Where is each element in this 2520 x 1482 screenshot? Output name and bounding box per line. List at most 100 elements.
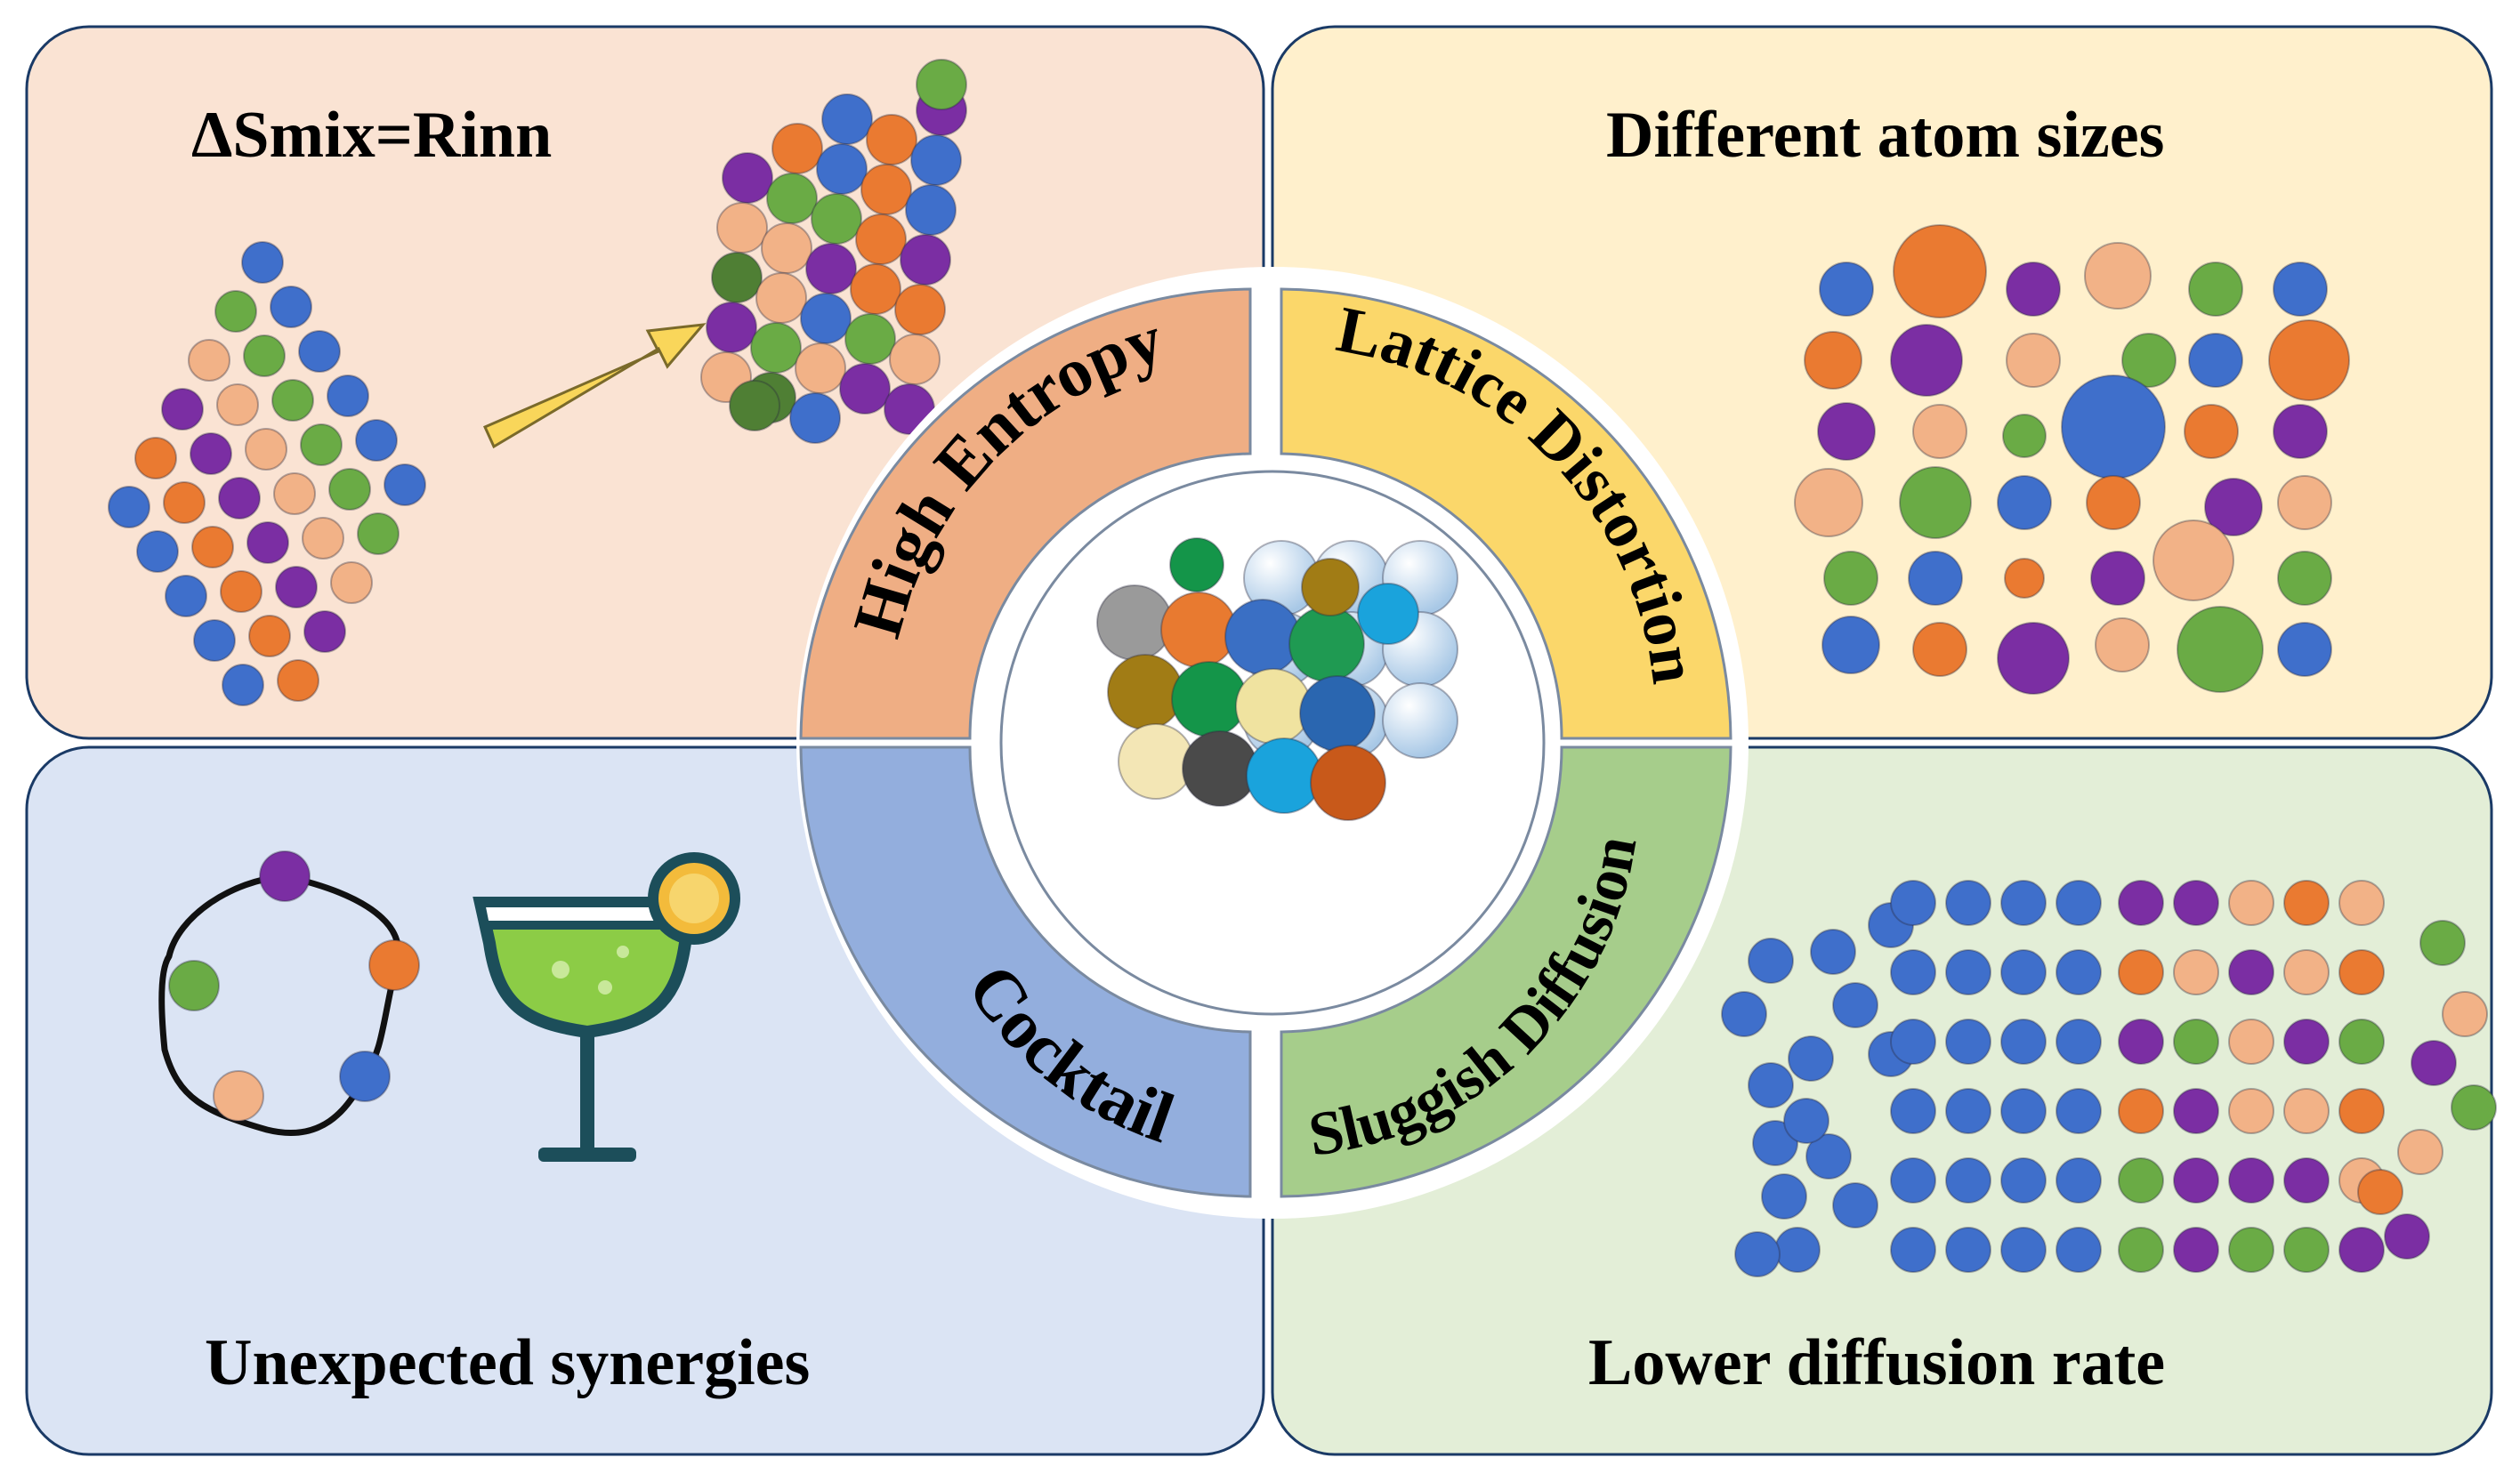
diffusing-atom [2442, 991, 2488, 1037]
lattice-atom [839, 363, 891, 415]
sized-atom [1890, 324, 1963, 397]
cube-atom [1301, 558, 1360, 616]
atom [327, 375, 369, 417]
cube-atom [1118, 723, 1194, 800]
diffusing-atom [2283, 880, 2330, 926]
atom [248, 615, 291, 657]
ring-sector-sluggish-diffusion [1280, 745, 1732, 1198]
diffusing-atom [1945, 949, 1991, 995]
sized-atom [1794, 468, 1863, 537]
cube-atom [1288, 606, 1365, 682]
atom [328, 468, 371, 511]
sized-atom [2152, 520, 2234, 601]
diffusing-atom [2338, 1019, 2385, 1065]
atom-cube-icon [1096, 537, 1458, 821]
diffusing-atom [2338, 1227, 2385, 1273]
cube-atom [1357, 583, 1419, 645]
diffusing-atom [1945, 1088, 1991, 1134]
lattice-atom [811, 193, 862, 245]
diffusing-atom [2419, 920, 2466, 966]
atom [188, 339, 230, 382]
ring-sector-lattice-distortion [1280, 287, 1732, 740]
atom [193, 619, 236, 662]
diffusing-atom [2228, 1088, 2274, 1134]
sized-atom [1817, 402, 1876, 461]
diffusing-atom [1945, 1157, 1991, 1204]
lattice-atom [844, 313, 896, 365]
atom [277, 659, 319, 702]
diffusing-atom [2228, 1227, 2274, 1273]
cube-atom [1310, 745, 1386, 821]
lattice-atom [722, 152, 773, 204]
cube-atom [1235, 668, 1312, 745]
cube-atom [1299, 675, 1376, 752]
diffusing-atom [2056, 949, 2102, 995]
atom [275, 566, 318, 608]
atom [302, 517, 344, 560]
title-delta-smix: ΔSmix=Rinn [191, 99, 553, 172]
diffusing-atom [2228, 1157, 2274, 1204]
atom [165, 575, 207, 617]
diffusing-atom [1945, 880, 1991, 926]
lattice-atom [889, 334, 941, 385]
cube-atom [1246, 737, 1322, 814]
diffusing-atom [2056, 1157, 2102, 1204]
arrow-icon [483, 323, 707, 449]
lemon-slice-icon [648, 852, 740, 945]
diffusing-atom [2118, 1088, 2164, 1134]
sized-atom [2061, 375, 2166, 479]
title-lower-diffusion-rate: Lower diffusion rate [1588, 1326, 2166, 1399]
necklace-beads [168, 850, 420, 1122]
atom [214, 290, 257, 333]
diffusing-atom [1752, 1120, 1798, 1166]
ring-sector-cocktail [799, 745, 1252, 1198]
title-different-atom-sizes: Different atom sizes [1606, 99, 2165, 172]
lattice-atom [816, 143, 868, 195]
lattice-atom [894, 284, 946, 335]
lattice-atom [789, 392, 841, 444]
atom [271, 379, 314, 422]
cube-atom [1160, 592, 1237, 668]
atom [136, 530, 179, 573]
diffusing-atom [1761, 1173, 1807, 1220]
diffusing-atom [2056, 880, 2102, 926]
lattice-atom [766, 173, 818, 224]
lattice-atom [771, 123, 823, 174]
atom [300, 423, 343, 466]
cube-atom [1224, 599, 1301, 675]
sized-atom [2204, 478, 2263, 536]
atom [330, 561, 373, 604]
diffusing-atom [2118, 1227, 2164, 1273]
lattice-atom [821, 93, 873, 145]
bead [168, 960, 220, 1011]
sized-atom [2277, 622, 2332, 677]
diffusing-atom [2056, 1088, 2102, 1134]
diffusing-atom [2357, 1169, 2403, 1215]
lattice-atom [910, 134, 962, 186]
sized-atom [2268, 319, 2350, 401]
sized-atom [2277, 475, 2332, 530]
cube-atom [1096, 584, 1173, 661]
diffusing-atom [2000, 1019, 2047, 1065]
diffusing-atom [1810, 929, 1856, 975]
sized-atom [1819, 262, 1874, 317]
lattice-atom [866, 114, 917, 165]
diffusing-atom [2283, 1019, 2330, 1065]
lattice-atom [805, 243, 857, 294]
diffusing-atom [2118, 1157, 2164, 1204]
diffusing-atom [1890, 949, 1936, 995]
diffusing-atom [2173, 1227, 2219, 1273]
sized-atom [2004, 558, 2045, 599]
diffusing-atom [1734, 1231, 1781, 1277]
diffusing-atom [2118, 880, 2164, 926]
diffusing-atom [2173, 1088, 2219, 1134]
sized-atom [2177, 606, 2264, 693]
sized-atom [2006, 262, 2061, 317]
lattice-atom [711, 252, 763, 303]
cube-atom [1169, 537, 1224, 592]
cube-back-atom [1382, 682, 1458, 759]
lattice-atom [916, 59, 967, 110]
diffusing-atom [1945, 1019, 1991, 1065]
diffusing-atom [2283, 1157, 2330, 1204]
diffusing-atom [1774, 1227, 1821, 1273]
